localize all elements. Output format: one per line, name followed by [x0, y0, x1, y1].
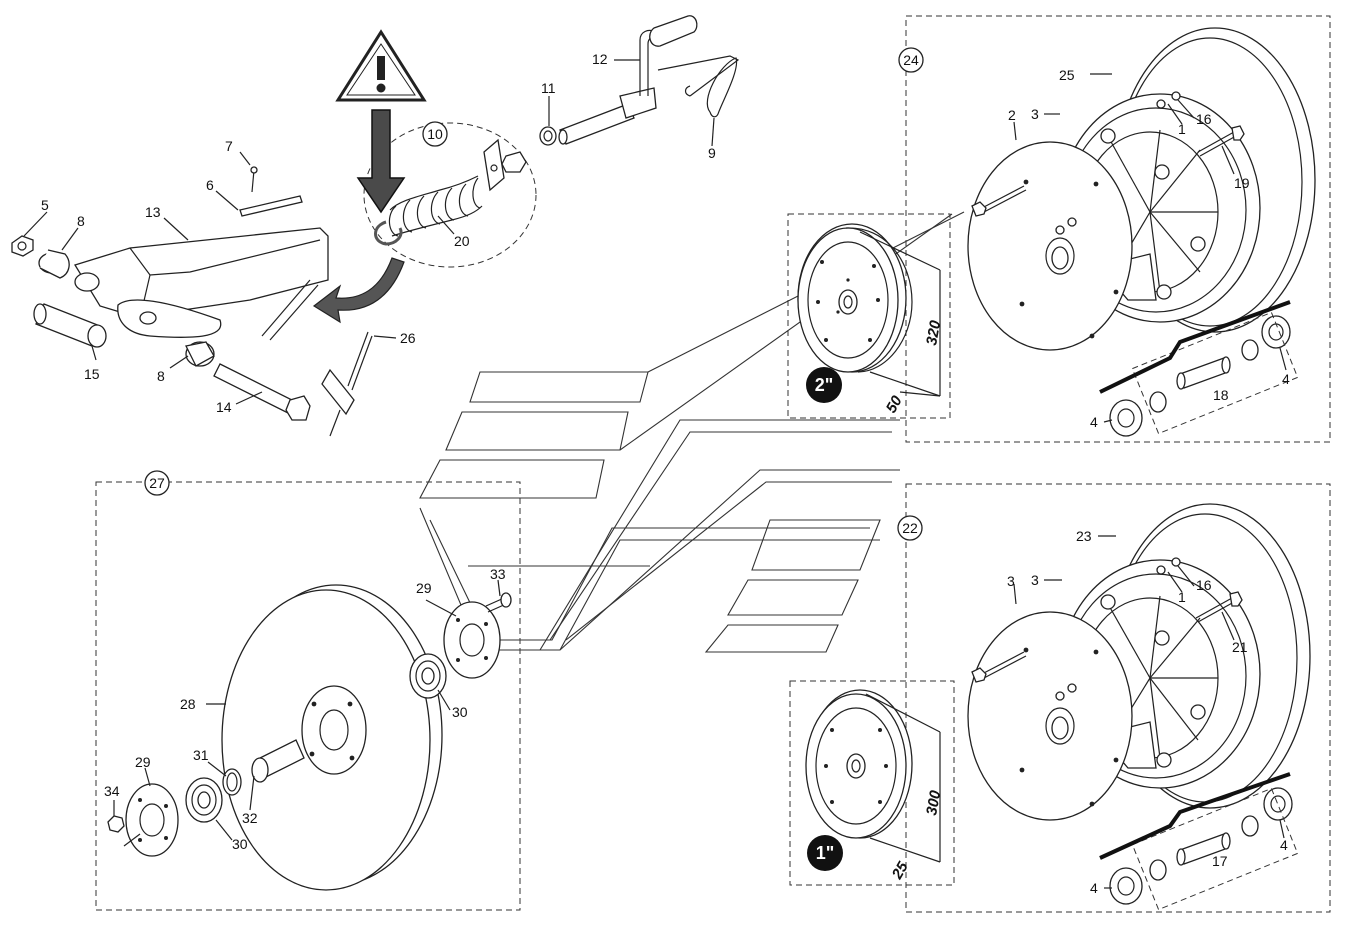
- callout-25: 25: [1059, 67, 1075, 83]
- inset-box-2in: [787, 213, 951, 419]
- callout-23: 23: [1076, 528, 1092, 544]
- callout-10: 10: [427, 126, 443, 142]
- callout-33: 33: [490, 566, 506, 582]
- callout-3-bottom: 3: [1007, 573, 1015, 589]
- callout-16-bottom: 16: [1196, 577, 1212, 593]
- inset-wheel-1in: [805, 689, 941, 863]
- group-box-22: [905, 483, 1331, 913]
- callout-27: 27: [149, 475, 165, 491]
- badge-2in: [806, 367, 842, 403]
- dim-wheel1-width: 25: [888, 858, 912, 882]
- callout-11: 11: [541, 80, 556, 96]
- callout-9: 9: [708, 145, 716, 161]
- callout-6: 6: [206, 177, 214, 193]
- callout-4-bottom-right: 4: [1280, 837, 1288, 853]
- callout-29-right: 29: [416, 580, 432, 596]
- callout-15: 15: [84, 366, 100, 382]
- callout-31: 31: [193, 747, 209, 763]
- callout-28: 28: [180, 696, 196, 712]
- wheel-assembly-22: [967, 503, 1311, 911]
- callout-14: 14: [216, 399, 232, 415]
- callout-24: 24: [903, 52, 919, 68]
- dim-wheel2-diameter: 320: [923, 318, 944, 346]
- inset-box-1in: [789, 680, 955, 886]
- arm-assembly: [11, 138, 527, 437]
- callout-3-top: 3: [1031, 106, 1039, 122]
- dim-wheel1-diameter: 300: [923, 788, 944, 816]
- curved-arrow-icon: [312, 257, 405, 324]
- callout-3-bottom-outer: 3: [1031, 572, 1039, 588]
- lever-assembly: [539, 15, 740, 146]
- callout-29-left: 29: [135, 754, 151, 770]
- callout-4-top-right: 4: [1282, 371, 1290, 387]
- callout-2: 2: [1008, 107, 1016, 123]
- dim-wheel2-width: 50: [883, 392, 906, 416]
- callout-17: 17: [1212, 853, 1228, 869]
- callout-19: 19: [1234, 175, 1250, 191]
- callout-21: 21: [1232, 639, 1248, 655]
- callout-20: 20: [454, 233, 470, 249]
- callout-26: 26: [400, 330, 416, 346]
- callout-8-lower: 8: [157, 368, 165, 384]
- callout-4-bottom-left: 4: [1090, 880, 1098, 896]
- callout-7: 7: [225, 138, 233, 154]
- down-arrow-icon: [356, 109, 406, 214]
- callout-13: 13: [145, 204, 161, 220]
- badge-1in: [807, 835, 843, 871]
- callout-34: 34: [104, 783, 120, 799]
- warning-triangle-icon: [335, 29, 427, 102]
- callout-18: 18: [1213, 387, 1229, 403]
- inset-wheel-2in: [797, 223, 941, 397]
- spring: [374, 138, 527, 246]
- callout-30-left: 30: [232, 836, 248, 852]
- callout-32: 32: [242, 810, 258, 826]
- callout-8-upper: 8: [77, 213, 85, 229]
- callout-16-top: 16: [1196, 111, 1212, 127]
- callout-30-right: 30: [452, 704, 468, 720]
- center-logo: [419, 211, 965, 653]
- group-box-24: [905, 15, 1331, 443]
- callout-1-top: 1: [1178, 121, 1186, 137]
- callout-1-bottom: 1: [1178, 589, 1186, 605]
- badge-2in-label: 2": [815, 375, 834, 395]
- spring-detail-oval: [363, 122, 537, 268]
- wheel-assembly-24: [967, 27, 1316, 437]
- disc-assembly-27: [107, 584, 512, 891]
- callout-5: 5: [41, 197, 49, 213]
- badge-1in-label: 1": [816, 843, 835, 863]
- callout-22: 22: [902, 520, 918, 536]
- callout-4-top-left: 4: [1090, 414, 1098, 430]
- callout-12: 12: [592, 51, 608, 67]
- group-box-27: [95, 481, 521, 911]
